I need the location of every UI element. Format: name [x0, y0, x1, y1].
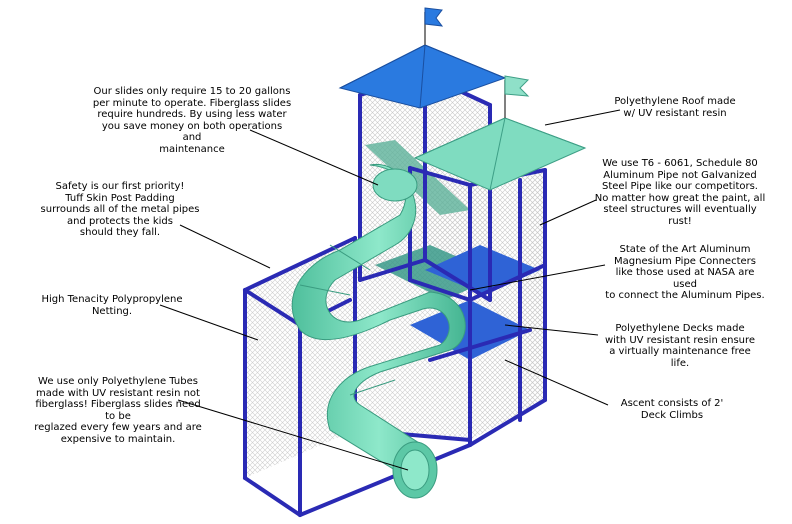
- callout-line: made with UV resistant resin not: [36, 387, 200, 399]
- frame-pipes: [243, 73, 547, 517]
- callout-line: Magnesium Pipe Connecters: [614, 255, 756, 267]
- callout-line: Aluminum Pipe not Galvanized: [603, 169, 757, 181]
- callout-line: and protects the kids: [67, 215, 173, 227]
- callout-line: We use only Polyethylene Tubes: [38, 376, 198, 387]
- callout-safety: Safety is our first priority! Tuff Skin …: [38, 181, 202, 239]
- callout-line: steel structures will eventually rust!: [603, 204, 757, 227]
- callout-line: per minute to operate. Fiberglass slides: [92, 97, 292, 109]
- callout-line: should they fall.: [79, 227, 161, 238]
- callout-line: maintenance: [159, 143, 225, 155]
- callout-line: to connect the Aluminum Pipes.: [605, 290, 765, 301]
- callout-roof: Polyethylene Roof made w/ UV resistant r…: [600, 96, 750, 119]
- callout-line: State of the Art Aluminum: [619, 244, 751, 255]
- callout-line: surrounds all of the metal pipes: [40, 204, 200, 215]
- callout-line: like those used at NASA are used: [615, 267, 755, 290]
- callout-line: We use T6 - 6061, Schedule 80: [602, 158, 758, 169]
- callout-slide-water: Our slides only require 15 to 20 gallons…: [92, 86, 292, 155]
- callout-line: expensive to maintain.: [60, 433, 176, 445]
- callout-pipe: We use T6 - 6061, Schedule 80 Aluminum P…: [594, 158, 766, 227]
- callout-line: a virtually maintenance free: [609, 346, 751, 357]
- callout-line: with UV resistant resin ensure: [604, 334, 756, 346]
- callout-line: w/ UV resistant resin: [623, 107, 727, 119]
- callout-line: fiberglass! Fiberglass slides need to be: [35, 399, 201, 422]
- callout-line: Netting.: [91, 305, 133, 317]
- callout-connecters: State of the Art Aluminum Magnesium Pipe…: [605, 244, 765, 302]
- blue-roof: [338, 7, 507, 109]
- callout-line: life.: [670, 357, 690, 369]
- slide-tube: [291, 164, 466, 499]
- callout-netting: High Tenacity Polypropylene Netting.: [36, 294, 188, 317]
- green-roof: [413, 75, 587, 191]
- callout-line: reglazed every few years and are: [34, 422, 202, 433]
- callout-line: Steel Pipe like our competitors.: [602, 181, 758, 192]
- callout-tubes: We use only Polyethylene Tubes made with…: [30, 376, 206, 445]
- callout-line: Deck Climbs: [640, 409, 704, 421]
- callout-decks: Polyethylene Decks made with UV resistan…: [600, 323, 760, 369]
- callout-line: Ascent consists of 2': [620, 398, 724, 409]
- callout-ascent: Ascent consists of 2' Deck Climbs: [612, 398, 732, 421]
- callout-line: Polyethylene Roof made: [614, 96, 736, 107]
- callout-line: No matter how great the paint, all: [594, 192, 766, 204]
- callout-line: Safety is our first priority!: [55, 181, 185, 192]
- callout-line: require hundreds. By using less water: [97, 109, 287, 120]
- callout-line: Tuff Skin Post Padding: [65, 192, 175, 204]
- leader-lines: [159, 109, 621, 471]
- callout-line: Polyethylene Decks made: [615, 323, 745, 334]
- callout-line: you save money on both operations and: [101, 120, 283, 144]
- callout-line: High Tenacity Polypropylene: [41, 294, 183, 305]
- callout-line: Our slides only require 15 to 20 gallons: [93, 86, 291, 97]
